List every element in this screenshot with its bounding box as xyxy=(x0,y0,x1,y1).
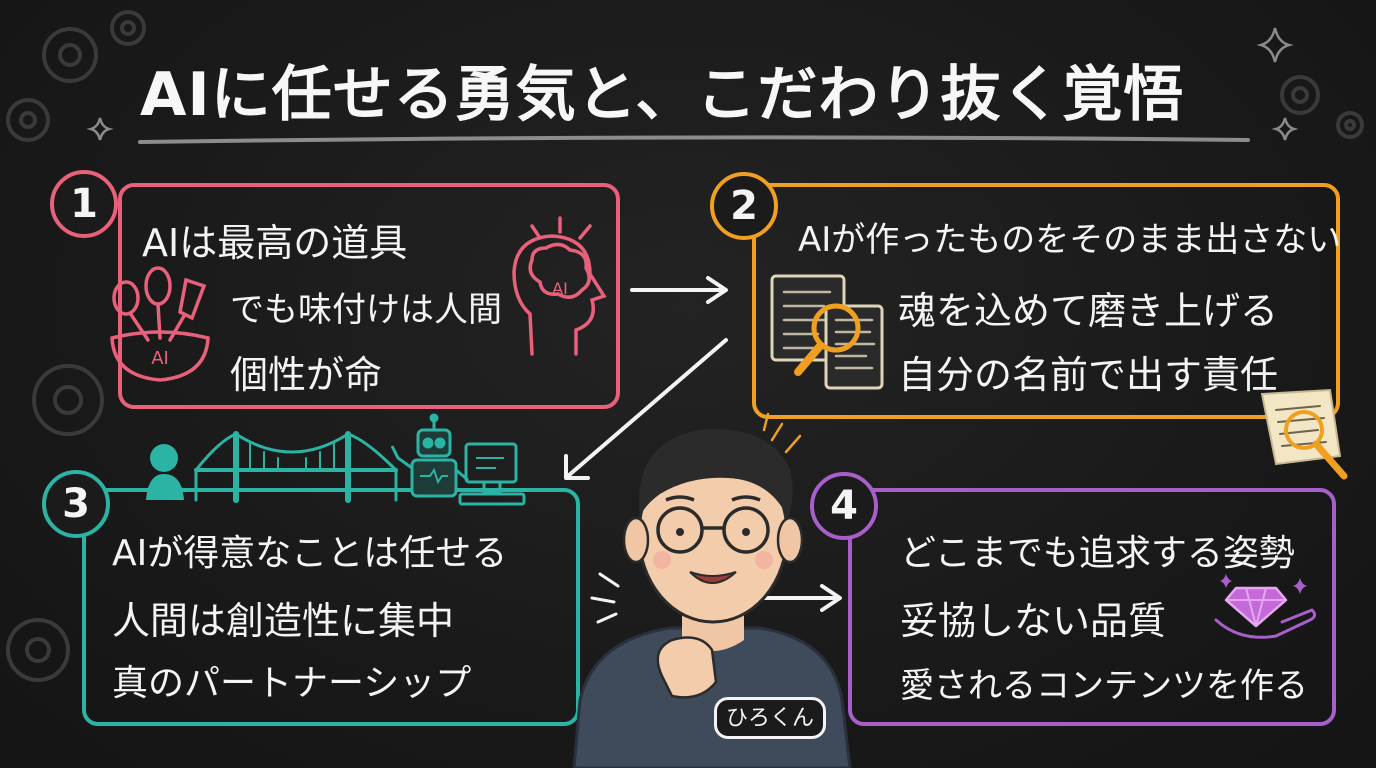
step-2-line-2: 魂を込めて磨き上げる xyxy=(898,289,1279,333)
step-3-number: 3 xyxy=(42,470,110,538)
step-4-number: 4 xyxy=(810,472,878,540)
gear-icon xyxy=(1336,111,1364,139)
gear-icon xyxy=(1280,75,1320,115)
step-4-line-1: どこまでも追求する姿勢 xyxy=(900,533,1295,574)
sparkle-icon xyxy=(86,117,114,141)
step-3-line-1: AIが得意なことは任せる xyxy=(112,533,508,574)
step-3-line-3: 真のパートナーシップ xyxy=(112,663,472,704)
arrow-1-to-2 xyxy=(630,276,728,304)
step-1-line-1: AIは最高の道具 xyxy=(142,221,408,265)
person-name-tag: ひろくん xyxy=(714,697,826,739)
gear-icon xyxy=(42,27,98,83)
step-3-line-2: 人間は創造性に集中 xyxy=(112,599,455,643)
arrow-2-to-3 xyxy=(564,338,728,480)
step-2-box xyxy=(752,183,1340,419)
gear-icon xyxy=(110,10,146,46)
gear-icon xyxy=(32,364,104,436)
gear-icon xyxy=(6,98,50,142)
step-4-line-3: 愛されるコンテンツを作る xyxy=(900,666,1308,706)
arrow-3-to-4 xyxy=(750,584,842,612)
sparkle-icon xyxy=(1271,117,1299,141)
step-4-line-2: 妥協しない品質 xyxy=(900,599,1167,643)
step-1-number: 1 xyxy=(50,170,118,238)
step-4-box xyxy=(848,488,1336,726)
sparkle-icon xyxy=(1256,27,1294,63)
step-1-line-2: でも味付けは人間 xyxy=(230,290,502,330)
step-2-line-3: 自分の名前で出す責任 xyxy=(898,353,1279,397)
title-underline xyxy=(138,135,1250,144)
step-1-line-3: 個性が命 xyxy=(230,353,383,397)
gear-icon xyxy=(6,618,70,682)
step-2-line-1: AIが作ったものをそのまま出さない xyxy=(798,220,1342,260)
page-title: AIに任せる勇気と、こだわり抜く覚悟 xyxy=(140,60,1185,130)
step-2-number: 2 xyxy=(710,172,778,240)
